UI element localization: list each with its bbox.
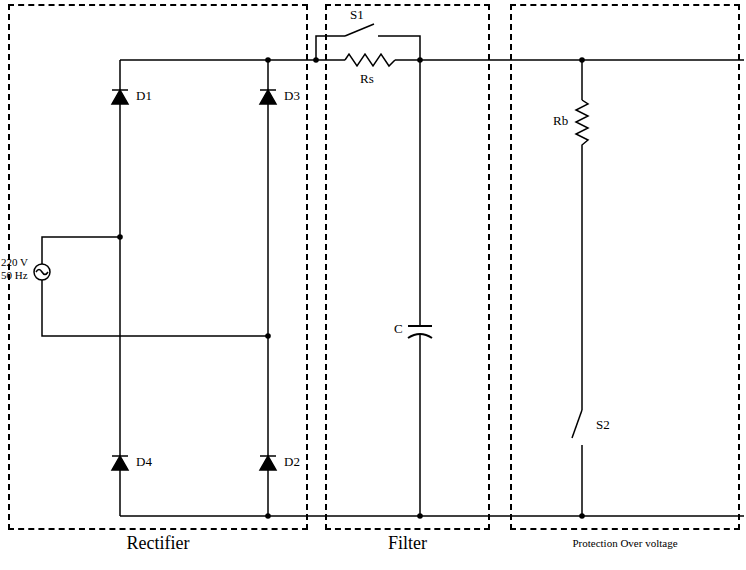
capacitor-plate	[408, 325, 432, 327]
component-label: D4	[136, 455, 152, 470]
diodes	[112, 90, 276, 470]
junction-dot	[265, 333, 271, 339]
diode-bar	[112, 89, 128, 91]
diode-symbol	[260, 90, 276, 104]
dashed-region: Protection Over voltage	[510, 4, 740, 530]
junctions	[117, 57, 585, 519]
wire	[267, 60, 269, 516]
ac-source	[34, 264, 50, 280]
switch-blade	[345, 24, 374, 36]
bottom-rail	[120, 515, 744, 517]
junction-dot	[265, 57, 271, 63]
junction-dot	[265, 513, 271, 519]
wire	[119, 60, 121, 516]
component-label: 220 V 50 Hz	[1, 256, 34, 281]
section-caption: Protection Over voltage	[512, 537, 738, 549]
component-label: C	[394, 322, 403, 337]
component-label: D2	[284, 455, 300, 470]
junction-dot	[117, 234, 123, 240]
section-label: Protection Over voltage	[572, 537, 677, 549]
section-label: Rectifier	[127, 533, 190, 553]
diode-symbol	[112, 90, 128, 104]
component-label: Rs	[360, 72, 374, 87]
junction-dot	[417, 513, 423, 519]
wire	[378, 36, 420, 60]
component-label: S2	[596, 418, 610, 433]
section-caption: Filter	[327, 533, 488, 554]
wire	[419, 334, 421, 516]
component-label: Rb	[553, 114, 568, 129]
wire	[581, 445, 583, 516]
component-label: S1	[350, 8, 364, 23]
junction-dot	[313, 57, 319, 63]
switch-blade	[572, 410, 582, 438]
resistor-symbol	[576, 100, 588, 410]
section-label: Filter	[388, 533, 427, 553]
diode-bar	[260, 89, 276, 91]
component-label: D3	[284, 89, 300, 104]
junction-dot	[579, 57, 585, 63]
diode-bar	[260, 455, 276, 457]
junction-dot	[579, 513, 585, 519]
capacitor-plate	[408, 334, 432, 338]
component-label: D1	[136, 89, 152, 104]
diode-bar	[112, 455, 128, 457]
wire	[419, 60, 421, 326]
wire	[42, 280, 268, 336]
wires	[34, 24, 744, 516]
wire	[316, 36, 345, 60]
resistor-symbol	[345, 54, 395, 66]
dashed-region: Rectifier	[8, 4, 308, 530]
dashed-region: Filter	[325, 4, 490, 530]
wire	[42, 237, 120, 264]
diode-symbol	[260, 456, 276, 470]
ac-tilde	[36, 270, 48, 275]
section-caption: Rectifier	[10, 533, 306, 554]
junction-dot	[417, 57, 423, 63]
diode-symbol	[112, 456, 128, 470]
wire	[581, 60, 583, 100]
top-rail	[120, 59, 744, 61]
